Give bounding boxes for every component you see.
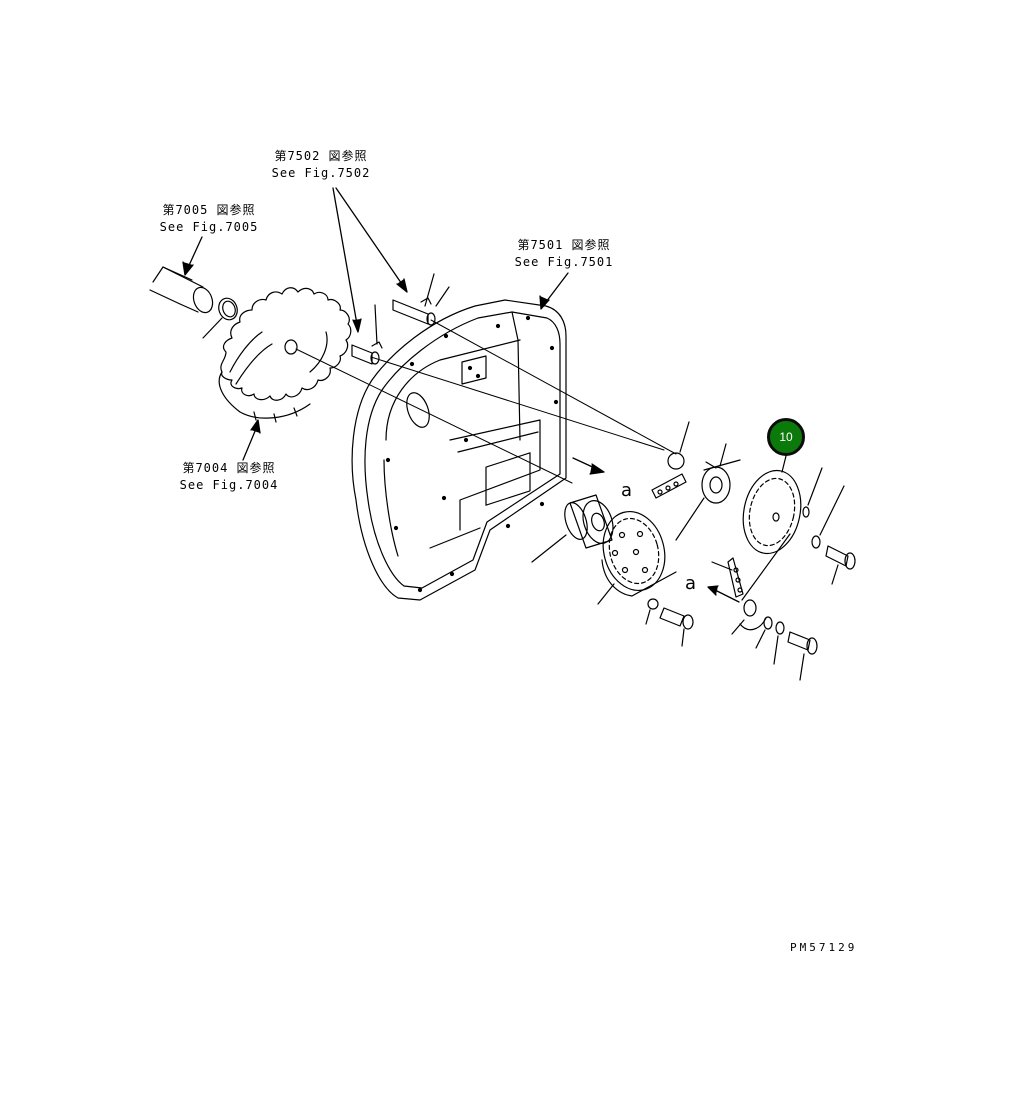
cap-part	[667, 421, 690, 470]
reference-en-label: See Fig.7005	[159, 220, 259, 234]
middle-bolt-part	[645, 598, 694, 647]
pin-parts	[351, 273, 450, 365]
reference-jp-label: 第7502 図参照	[274, 149, 368, 163]
reference-fig-7005: 第7005 図参照 See Fig.7005	[150, 202, 268, 236]
part-number-badge[interactable]: 10	[767, 418, 805, 456]
sprocket-part-10	[742, 447, 802, 555]
right-hardware-part	[755, 467, 856, 681]
drawing-code: PM57129	[790, 941, 858, 954]
large-sprocket-part	[218, 287, 352, 423]
view-marker-a: a	[621, 480, 633, 501]
middle-sprocket-part	[597, 510, 677, 605]
reference-en-label: See Fig.7501	[514, 255, 614, 269]
reference-fig-7502: 第7502 図参照 See Fig.7502	[262, 148, 380, 182]
reference-jp-label: 第7004 図参照	[182, 461, 276, 475]
housing-case-part	[351, 299, 567, 601]
chain-part	[651, 473, 744, 598]
view-marker-a: a	[685, 573, 697, 594]
snap-ring-part	[202, 297, 238, 339]
leader-lines	[182, 187, 740, 603]
reference-en-label: See Fig.7502	[271, 166, 371, 180]
shaft-part	[149, 266, 214, 314]
small-sprocket-part	[675, 443, 791, 635]
reference-en-label: See Fig.7004	[179, 478, 279, 492]
part-number-label: 10	[779, 430, 793, 444]
reference-fig-7004: 第7004 図参照 See Fig.7004	[170, 460, 288, 494]
reference-jp-label: 第7005 図参照	[162, 203, 256, 217]
reference-fig-7501: 第7501 図参照 See Fig.7501	[505, 237, 623, 271]
hub-part	[531, 494, 614, 563]
reference-jp-label: 第7501 図参照	[517, 238, 611, 252]
